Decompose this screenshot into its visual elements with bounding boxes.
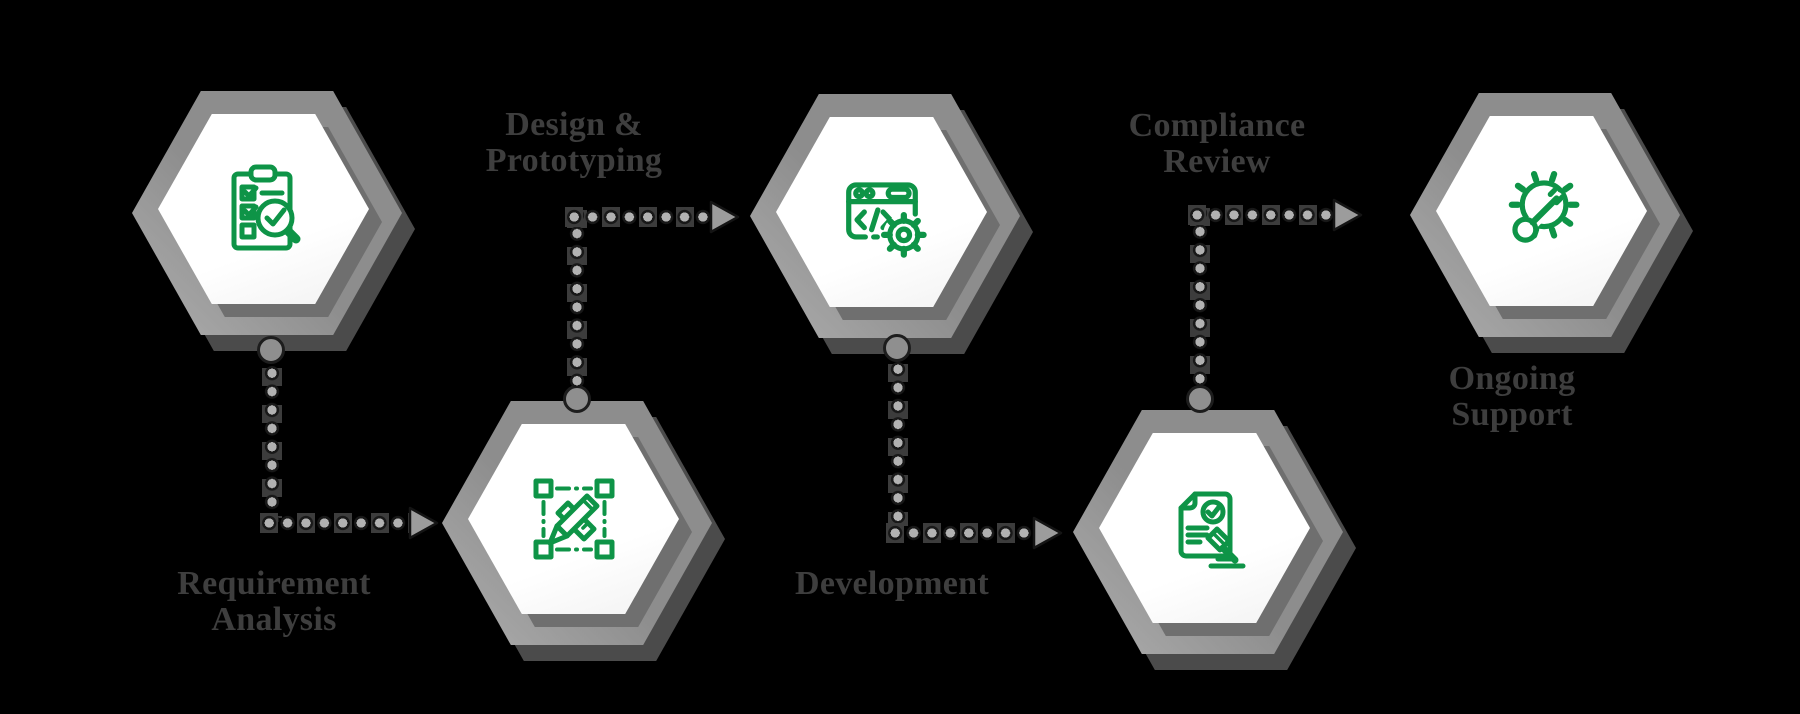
document-gavel-icon <box>1178 491 1245 569</box>
connector-2-vertical <box>563 206 591 388</box>
connector-2-horizontal <box>565 203 711 231</box>
connector-1-start-dot <box>257 336 285 364</box>
connector-4-vertical <box>1186 204 1214 388</box>
label-line: Review <box>1163 143 1271 180</box>
connector-4-arrowhead-icon <box>1332 198 1363 232</box>
checklist-magnifier-icon <box>231 164 300 251</box>
connector-2-arrowhead-icon <box>709 200 740 234</box>
connector-1-horizontal <box>260 509 410 537</box>
label-line: Prototyping <box>485 142 663 179</box>
step-node-ongoing-support <box>1410 93 1693 353</box>
step-node-development <box>750 94 1033 354</box>
step-node-design-prototyping <box>442 401 725 661</box>
gear-key-icon <box>1508 170 1579 243</box>
connector-3-arrowhead-icon <box>1032 516 1063 550</box>
step-label-requirement-analysis: Requirement Analysis <box>104 566 444 638</box>
label-line: Requirement <box>177 565 371 602</box>
browser-code-gear-icon <box>845 182 927 258</box>
connector-4-start-dot <box>1186 385 1214 413</box>
label-line: Design & <box>505 106 643 143</box>
step-label-compliance-review: Compliance Review <box>1047 108 1387 180</box>
connector-1-vertical <box>258 364 286 522</box>
connector-3-start-dot <box>883 334 911 362</box>
label-line: Compliance <box>1128 107 1306 144</box>
step-node-requirement-analysis <box>132 91 415 351</box>
label-line: Development <box>794 565 990 602</box>
connector-2-start-dot <box>563 385 591 413</box>
connector-3-vertical <box>884 360 912 530</box>
label-line: Ongoing <box>1448 360 1576 397</box>
connector-1-arrowhead-icon <box>408 506 439 540</box>
label-line: Support <box>1451 396 1573 433</box>
connector-3-horizontal <box>886 519 1034 547</box>
step-label-development: Development <box>722 566 1062 602</box>
step-node-compliance-review <box>1073 410 1356 670</box>
connector-4-horizontal <box>1188 201 1334 229</box>
pencil-ruler-selection-icon <box>533 478 614 560</box>
label-line: Analysis <box>211 601 337 638</box>
step-label-design-prototyping: Design & Prototyping <box>404 107 744 179</box>
step-label-ongoing-support: Ongoing Support <box>1342 361 1682 433</box>
